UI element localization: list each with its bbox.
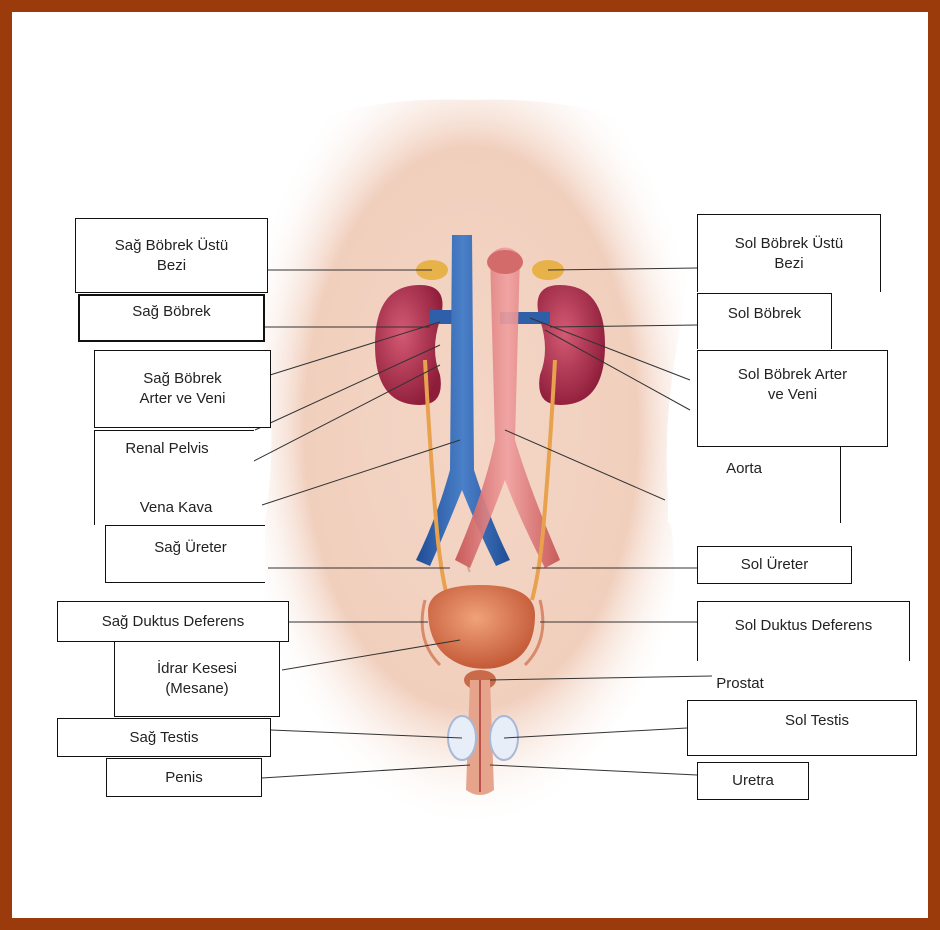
label-sol-bobrek-ustu-bezi: Sol Böbrek Üstü Bezi	[697, 214, 881, 292]
label-sag-bobrek-ustu-bezi: Sağ Böbrek Üstü Bezi	[75, 218, 268, 293]
label-sol-testis: Sol Testis	[687, 700, 917, 756]
label-vena-kava: Vena Kava	[112, 496, 240, 520]
label-sol-ureter: Sol Üreter	[697, 546, 852, 584]
label-penis: Penis	[106, 758, 262, 797]
label-prostat: Prostat	[700, 672, 780, 696]
label-aorta: Aorta	[668, 447, 841, 523]
right-kidney	[375, 285, 443, 405]
label-sag-duktus-deferens: Sağ Duktus Deferens	[57, 601, 289, 642]
label-idrar-kesesi: İdrar Kesesi (Mesane)	[114, 642, 280, 717]
label-sol-bobrek: Sol Böbrek	[697, 293, 832, 349]
label-sol-bobrek-arter-ve-veni: Sol Böbrek Arter ve Veni	[697, 350, 888, 447]
label-sol-duktus-deferens: Sol Duktus Deferens	[697, 601, 910, 661]
aorta-arch-vessels	[487, 250, 523, 274]
label-uretra: Uretra	[697, 762, 809, 800]
label-sag-bobrek-arter-ve-veni: Sağ Böbrek Arter ve Veni	[94, 350, 271, 428]
label-sag-bobrek: Sağ Böbrek	[78, 294, 265, 342]
label-sag-ureter: Sağ Üreter	[105, 525, 265, 583]
label-sag-testis: Sağ Testis	[57, 718, 271, 757]
